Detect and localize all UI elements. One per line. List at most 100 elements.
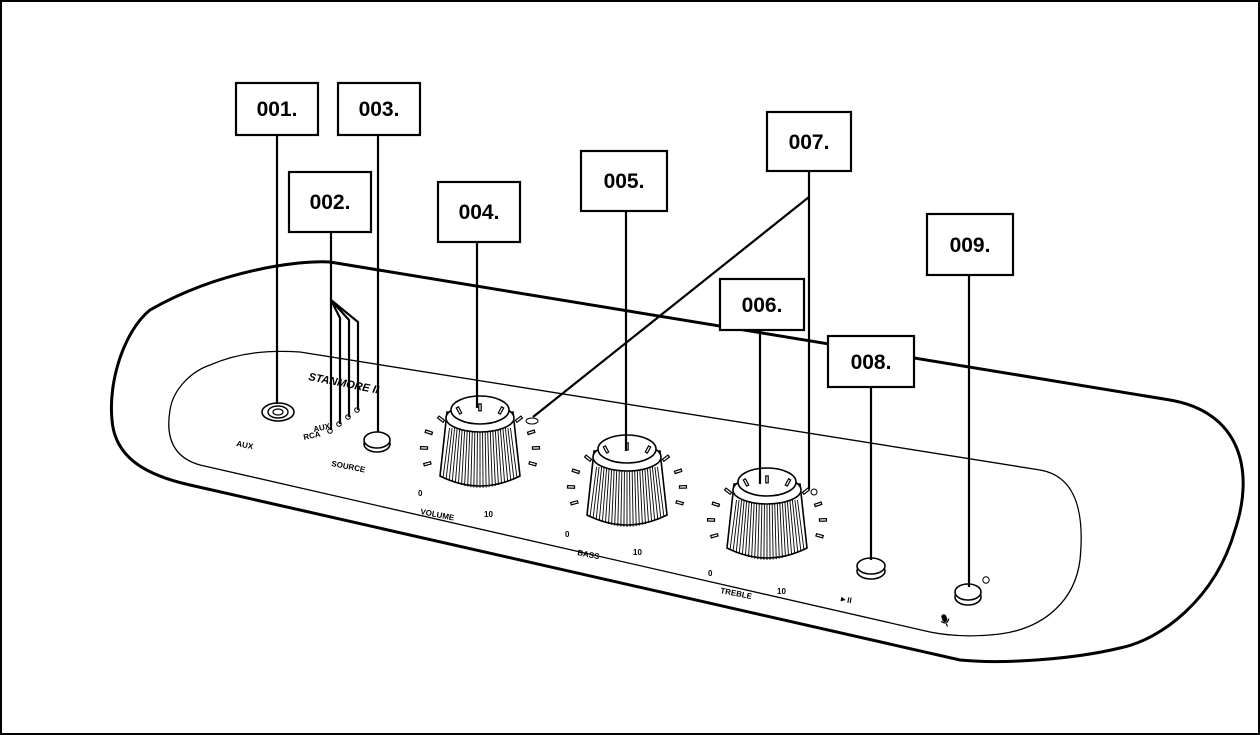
knob-rib — [651, 466, 659, 520]
brand-name: STANMORE II — [307, 371, 380, 397]
scale-tick — [419, 446, 429, 450]
scale-tick — [583, 454, 593, 463]
knob-rib — [605, 466, 610, 523]
scale-tick — [675, 499, 685, 506]
scale-tick — [709, 532, 719, 539]
knob-rib — [598, 466, 605, 521]
scale-tick — [661, 454, 671, 463]
knob-rib — [620, 466, 623, 527]
scale-tick — [678, 485, 688, 489]
knob-rib — [470, 427, 473, 488]
knob-rib — [494, 427, 499, 486]
knob-rib — [794, 499, 802, 551]
knob-rib — [601, 466, 608, 522]
knob-rib — [641, 466, 646, 525]
volume-label: VOLUME — [420, 507, 456, 522]
source-indicator-leds — [327, 407, 360, 434]
knob-rib — [760, 499, 763, 560]
knob-rib — [448, 427, 456, 481]
treble-min-label: 0 — [708, 569, 713, 578]
knob-rib — [791, 499, 799, 553]
knob-rib — [589, 466, 597, 517]
scale-tick — [571, 468, 581, 475]
knob-rib — [776, 499, 780, 559]
knob-rib — [631, 466, 634, 527]
callout-007-label: 007. — [789, 131, 830, 154]
scale-tick — [723, 487, 733, 496]
knob-rib — [644, 466, 649, 523]
knob-rib — [458, 427, 463, 484]
knob-rib — [629, 466, 631, 527]
volume-scale-ticks — [419, 403, 541, 467]
knob-rib — [786, 499, 793, 555]
knob-rib — [636, 466, 640, 526]
scale-tick — [742, 477, 750, 487]
scale-tick — [765, 475, 769, 484]
callout-005: 005. — [579, 149, 669, 213]
knob-rib — [729, 499, 737, 550]
scale-tick — [531, 446, 541, 450]
source-label: SOURCE — [331, 459, 367, 474]
source-button[interactable] — [363, 431, 391, 453]
scale-tick — [455, 405, 463, 415]
bass-max-label: 10 — [633, 548, 642, 557]
knob-rib — [779, 499, 783, 558]
play-pause-icon: ►II — [839, 594, 853, 605]
callout-003-label: 003. — [359, 98, 400, 121]
treble-knob[interactable] — [726, 467, 808, 560]
scale-tick — [673, 468, 683, 475]
knob-rib — [487, 427, 490, 488]
knob-rib — [745, 499, 750, 556]
bass-min-label: 0 — [565, 530, 570, 539]
bass-scale-ticks — [566, 442, 688, 506]
speaker-control-panel — [168, 350, 1082, 637]
microphone-button[interactable] — [954, 583, 982, 606]
knob-rib — [654, 466, 662, 518]
scale-tick — [801, 487, 811, 496]
source-rca-label: RCA — [303, 430, 322, 442]
bass-knob[interactable] — [586, 434, 668, 527]
knob-rib — [595, 466, 603, 520]
scale-tick — [818, 518, 828, 522]
knob-rib — [482, 427, 484, 488]
aux-input-jack[interactable] — [261, 402, 295, 422]
knob-rib — [497, 427, 502, 484]
knob-rib — [442, 427, 450, 478]
volume-min-label: 0 — [418, 489, 423, 498]
knob-rib — [757, 499, 760, 560]
knob-rib — [473, 427, 476, 488]
knob-rib — [445, 427, 453, 479]
knob-rib — [464, 427, 468, 486]
callout-002: 002. — [287, 170, 373, 234]
knob-rib — [754, 499, 758, 559]
play-pause-button[interactable] — [856, 557, 886, 580]
knob-rib — [649, 466, 656, 521]
scale-tick — [528, 460, 538, 467]
knob-rib — [751, 499, 755, 558]
knob-rib — [614, 466, 618, 526]
volume-max-label: 10 — [484, 510, 493, 519]
knob-rib — [507, 427, 515, 479]
callout-003: 003. — [336, 81, 422, 137]
callout-004-label: 004. — [459, 201, 500, 224]
scale-tick — [813, 501, 823, 508]
scale-tick — [422, 460, 432, 467]
scale-tick — [602, 444, 610, 454]
callout-007: 007. — [765, 110, 853, 173]
knob-rib — [467, 427, 471, 487]
treble-max-label: 10 — [777, 587, 786, 596]
scale-tick — [711, 501, 721, 508]
knob-rib — [797, 499, 805, 550]
knob-rib — [784, 499, 789, 556]
callout-005-label: 005. — [604, 170, 645, 193]
knob-rib — [639, 466, 643, 525]
scale-tick — [784, 477, 792, 487]
scale-tick — [514, 415, 524, 424]
knob-rib — [763, 499, 765, 560]
scale-tick — [815, 532, 825, 539]
treble-label: TREBLE — [720, 586, 754, 601]
knob-rib — [657, 466, 665, 517]
knob-rib — [492, 427, 496, 486]
